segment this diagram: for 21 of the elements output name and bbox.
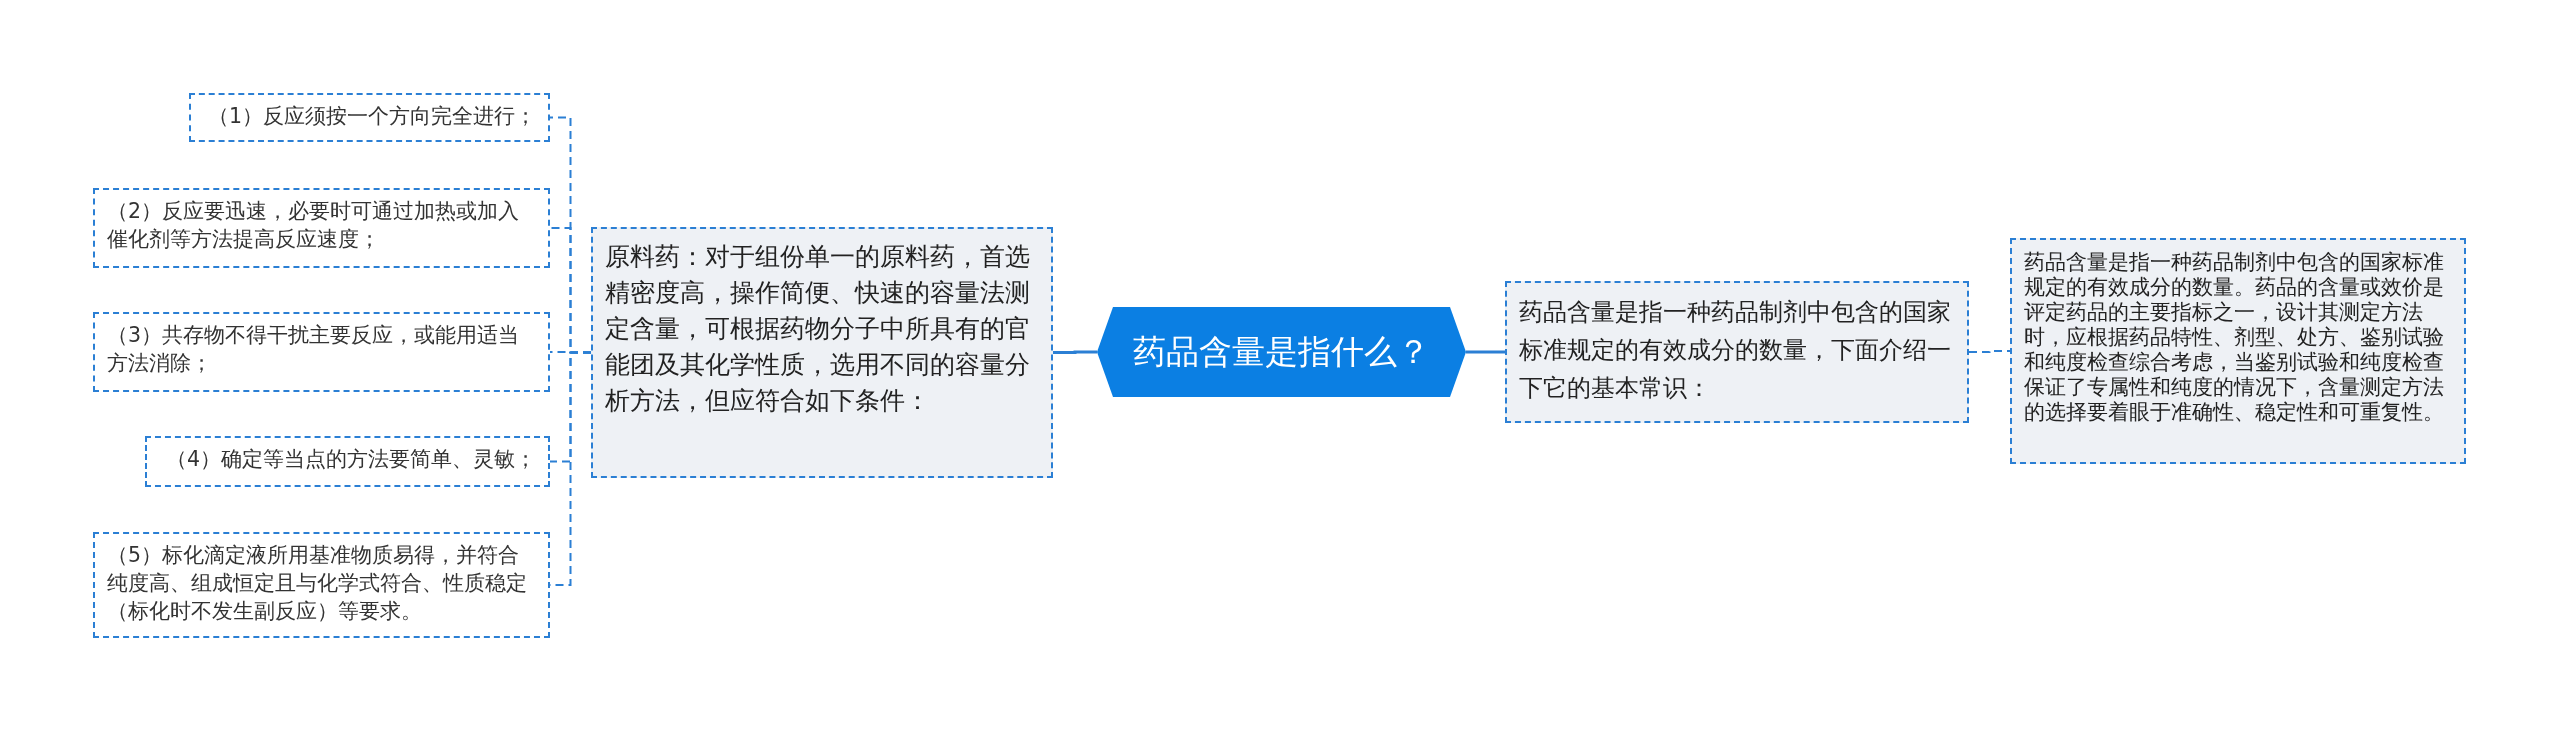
- item-box: [93, 532, 550, 638]
- branch-text: 药品含量是指一种药品制剂中包含的国家标准规定的有效成分的数量，下面介绍一下它的基本常识：: [1519, 298, 1951, 402]
- connector-line: [1968, 350, 2011, 353]
- item-box: [93, 188, 550, 268]
- branch-box: [2010, 238, 2466, 464]
- item-text: （5）标化滴定液所用基准物质易得，并符合纯度高、组成恒定且与化学式符合、性质稳定（标化时不发生副反应）等要求。: [107, 543, 527, 623]
- branch-text: 原料药：对于组份单一的原料药，首选精密度高，操作简便、快速的容量法测定含量，可根据药物分子中所具有的官能团及其化学性质，选用不同的容量分析方法，但应符合如下条件：: [605, 242, 1030, 415]
- connector-line: [1466, 350, 1505, 354]
- branch-box: [1505, 281, 1969, 423]
- branch-text: 药品含量是指一种药品制剂中包含的国家标准规定的有效成分的数量。药品的含量或效价是评定药品的主要指标之一，设计其测定方法时，应根据药品特性、剂型、处方、鉴别试验和纯度检查综合考虑，当鉴别试验和纯度检查保证了专属性和纯度的情况下，含量测定方法的选择要着眼于准确性、稳定性和可重复性。: [2024, 250, 2444, 424]
- item-text: （2）反应要迅速，必要时可通过加热或加入催化剂等方法提高反应速度；: [107, 199, 520, 251]
- branch-box: [591, 227, 1053, 478]
- item-text: （3）共存物不得干扰主要反应，或能用适当方法消除；: [107, 323, 520, 375]
- item-text: （4）确定等当点的方法要简单、灵敏；: [165, 447, 536, 471]
- connector-line: [1053, 350, 1097, 354]
- topic-text: 药品含量是指什么？: [1133, 330, 1430, 373]
- item-box: [93, 312, 550, 392]
- item-box: [189, 93, 550, 142]
- item-box: [145, 436, 550, 487]
- topic-box: [1097, 307, 1466, 397]
- item-text: （1）反应须按一个方向完全进行；: [207, 104, 536, 128]
